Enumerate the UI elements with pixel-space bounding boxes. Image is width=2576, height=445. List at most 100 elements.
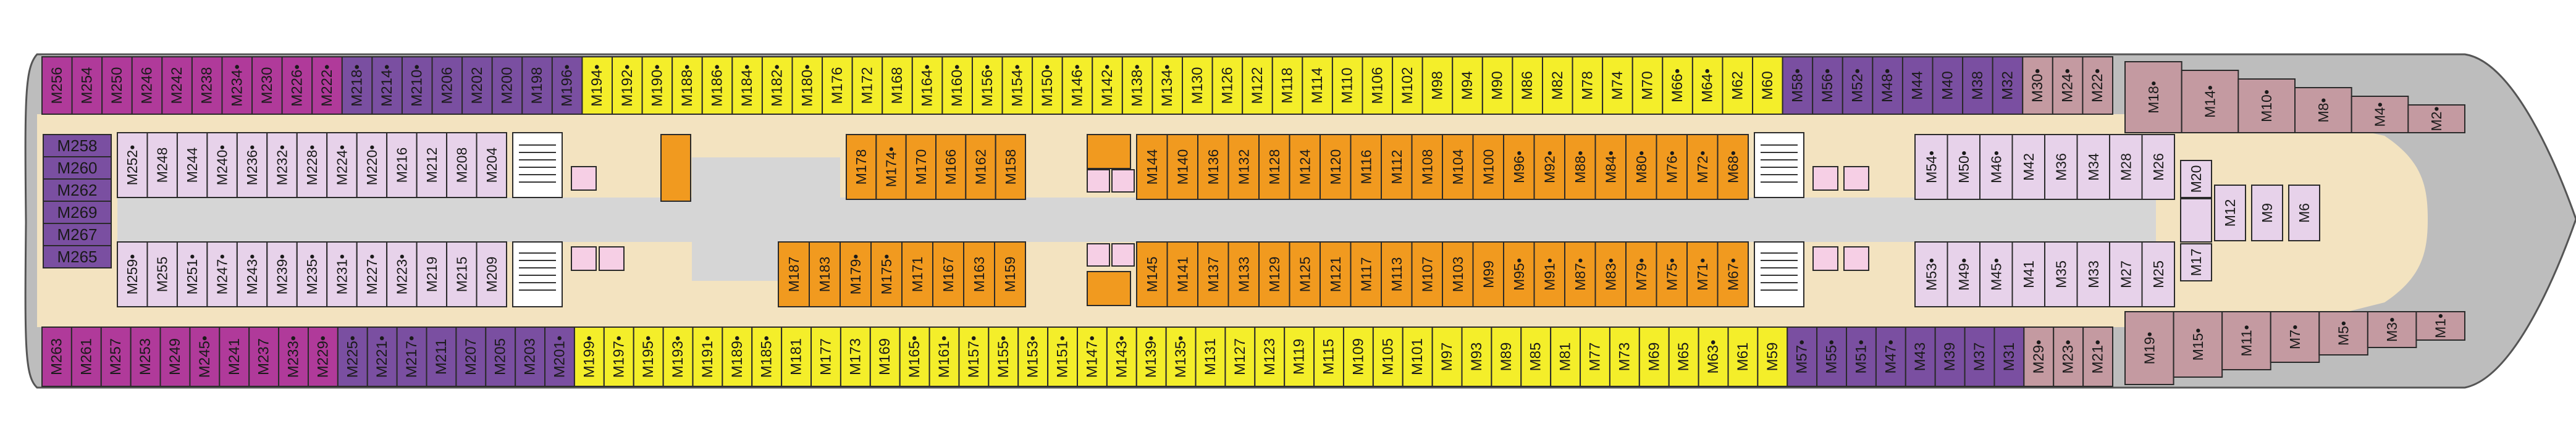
cabin[interactable] [875, 134, 907, 200]
cabin[interactable] [2251, 185, 2283, 241]
cabin[interactable] [1481, 56, 1513, 115]
cabin[interactable] [1979, 241, 2013, 307]
cabin[interactable] [1362, 56, 1394, 115]
cabin[interactable] [901, 241, 933, 307]
cabin[interactable] [146, 241, 178, 307]
cabin[interactable] [1686, 134, 1719, 200]
cabin[interactable] [2180, 243, 2212, 281]
cabin[interactable] [1932, 56, 1964, 115]
cabin[interactable] [2221, 311, 2271, 370]
cabin[interactable] [1625, 241, 1657, 307]
cabin[interactable] [1195, 326, 1226, 387]
cabin[interactable] [1631, 56, 1664, 115]
cabin[interactable] [2181, 70, 2239, 133]
cabin[interactable] [995, 134, 1026, 200]
cabin[interactable] [1541, 56, 1573, 115]
cabin[interactable] [1320, 134, 1352, 200]
cabin[interactable] [851, 56, 883, 115]
cabin[interactable] [2173, 311, 2223, 378]
cabin[interactable] [2023, 326, 2055, 387]
cabin[interactable] [899, 326, 930, 387]
cabin[interactable] [461, 56, 493, 115]
cabin[interactable] [2109, 241, 2143, 307]
cabin[interactable] [2180, 198, 2212, 243]
cabin[interactable] [426, 326, 457, 387]
cabin[interactable] [43, 134, 112, 157]
cabin[interactable] [641, 56, 673, 115]
elevator[interactable] [1087, 169, 1110, 193]
elevator[interactable] [571, 166, 597, 191]
cabin[interactable] [846, 134, 877, 200]
cabin[interactable] [1594, 134, 1627, 200]
cabin[interactable] [1962, 56, 1993, 115]
cabin[interactable] [189, 326, 221, 387]
cabin[interactable] [1934, 326, 1966, 387]
cabin[interactable] [206, 132, 238, 198]
cabin[interactable] [2124, 61, 2182, 133]
cabin[interactable] [491, 56, 523, 115]
cabin[interactable] [43, 156, 112, 180]
cabin[interactable] [281, 56, 313, 115]
cabin[interactable] [2141, 134, 2175, 200]
cabin[interactable] [1979, 134, 2013, 200]
cabin[interactable] [1656, 134, 1688, 200]
cabin[interactable] [1691, 56, 1724, 115]
cabin[interactable] [1242, 56, 1273, 115]
cabin[interactable] [1302, 56, 1333, 115]
cabin[interactable] [971, 56, 1003, 115]
cabin[interactable] [1061, 56, 1093, 115]
cabin[interactable] [1289, 241, 1321, 307]
cabin[interactable] [1472, 134, 1504, 200]
cabin[interactable] [761, 56, 793, 115]
cabin[interactable] [905, 134, 937, 200]
cabin[interactable] [2052, 56, 2084, 115]
cabin[interactable] [1402, 326, 1433, 387]
cabin[interactable] [337, 326, 368, 387]
cabin[interactable] [2415, 311, 2465, 341]
elevator[interactable] [1111, 243, 1135, 267]
cabin[interactable] [266, 132, 298, 198]
cabin[interactable] [1722, 56, 1754, 115]
cabin[interactable] [446, 132, 478, 198]
cabin[interactable] [101, 56, 133, 115]
cabin[interactable] [2022, 56, 2053, 115]
elevator[interactable] [1843, 246, 1869, 271]
cabin[interactable] [1846, 326, 1877, 387]
elevator[interactable] [1812, 246, 1838, 271]
cabin[interactable] [692, 326, 723, 387]
cabin[interactable] [932, 241, 964, 307]
cabin[interactable] [326, 241, 358, 307]
cabin[interactable] [366, 326, 398, 387]
cabin[interactable] [1602, 56, 1633, 115]
cabin[interactable] [1224, 326, 1256, 387]
cabin[interactable] [2044, 134, 2078, 200]
cabin[interactable] [521, 56, 553, 115]
cabin[interactable] [778, 241, 810, 307]
cabin[interactable] [206, 241, 238, 307]
cabin[interactable] [1289, 134, 1321, 200]
cabin[interactable] [100, 326, 132, 387]
cabin[interactable] [476, 132, 507, 198]
cabin[interactable] [2082, 56, 2114, 115]
cabin[interactable] [1411, 134, 1443, 200]
cabin[interactable] [2011, 134, 2045, 200]
cabin[interactable] [1727, 326, 1759, 387]
cabin[interactable] [701, 56, 733, 115]
cabin[interactable] [911, 56, 943, 115]
cabin[interactable] [1342, 326, 1374, 387]
cabin[interactable] [1964, 326, 1995, 387]
cabin[interactable] [791, 56, 823, 115]
cabin[interactable] [722, 326, 753, 387]
elevator[interactable] [599, 246, 625, 271]
cabin[interactable] [1284, 326, 1315, 387]
cabin[interactable] [662, 326, 694, 387]
cabin[interactable] [1431, 326, 1463, 387]
cabin[interactable] [476, 241, 507, 307]
cabin[interactable] [1313, 326, 1344, 387]
cabin[interactable] [1421, 56, 1454, 115]
cabin[interactable] [1442, 241, 1474, 307]
cabin[interactable] [965, 134, 996, 200]
cabin[interactable] [146, 132, 178, 198]
cabin[interactable] [1087, 271, 1131, 306]
cabin[interactable] [2214, 185, 2246, 241]
